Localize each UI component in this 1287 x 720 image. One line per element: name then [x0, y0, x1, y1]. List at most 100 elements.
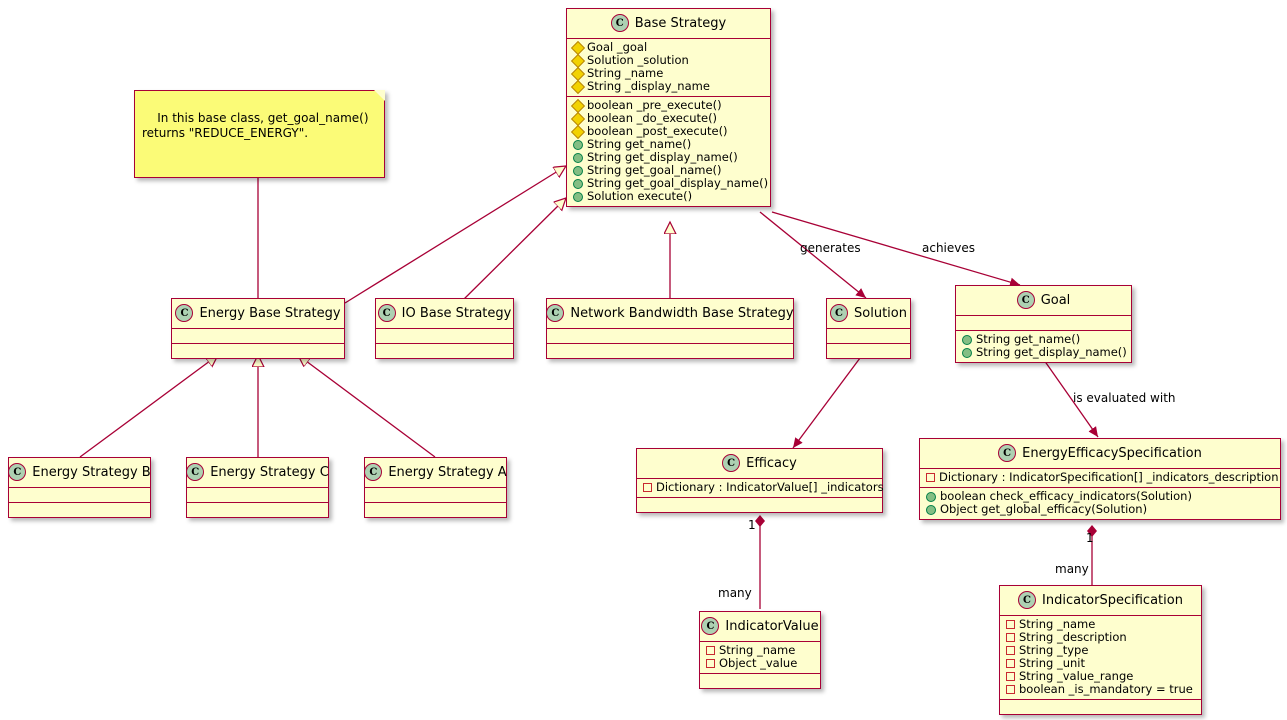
- method-text: Object get_global_efficacy(Solution): [940, 502, 1148, 516]
- class-title: Network Bandwidth Base Strategy: [570, 305, 794, 321]
- private-icon: [1006, 620, 1015, 629]
- class-energy-base-strategy[interactable]: C Energy Base Strategy: [171, 298, 345, 359]
- attribute-row: String _name: [705, 644, 815, 657]
- attribute-row: boolean _is_mandatory = true: [1005, 683, 1196, 696]
- attribute-row: String _description: [1005, 631, 1196, 644]
- methods-section: String get_name() String get_display_nam…: [956, 331, 1131, 362]
- edge-io-base-inherits: [459, 198, 566, 304]
- method-text: Solution execute(): [587, 189, 693, 203]
- class-header-goal: C Goal: [956, 286, 1131, 315]
- class-energy-strategy-a[interactable]: C Energy Strategy A: [364, 457, 507, 518]
- private-icon: [1006, 685, 1015, 694]
- attribute-text: String _name: [719, 643, 796, 657]
- class-stereotype-icon: C: [701, 617, 720, 635]
- private-icon: [1006, 672, 1015, 681]
- class-energy-efficacy-specification[interactable]: C EnergyEfficacySpecification Dictionary…: [919, 438, 1281, 520]
- class-title: Goal: [1040, 292, 1071, 308]
- attributes-section: [827, 329, 910, 343]
- private-icon: [1006, 646, 1015, 655]
- class-stereotype-icon: C: [830, 304, 849, 322]
- class-stereotype-icon: C: [364, 463, 383, 481]
- attributes-section: [547, 329, 793, 343]
- note-fold-icon: [374, 90, 385, 101]
- divider: [547, 328, 793, 329]
- class-stereotype-icon: C: [546, 304, 565, 322]
- method-row: Solution execute(): [572, 190, 765, 203]
- class-title: IO Base Strategy: [401, 305, 512, 321]
- methods-section: boolean check_efficacy_indicators(Soluti…: [920, 488, 1280, 519]
- edge-energy-a-inherits: [298, 355, 436, 458]
- method-row: boolean _do_execute(): [570, 111, 765, 126]
- divider: [567, 96, 770, 97]
- divider: [365, 487, 506, 488]
- class-energy-strategy-c[interactable]: C Energy Strategy C: [186, 457, 329, 518]
- attributes-section: Dictionary : IndicatorSpecification[] _i…: [920, 469, 1280, 487]
- private-icon: [643, 483, 652, 492]
- methods-section: [1000, 700, 1201, 714]
- attribute-row: Dictionary : IndicatorSpecification[] _i…: [925, 471, 1279, 484]
- divider: [376, 343, 513, 344]
- divider: [376, 328, 513, 329]
- class-io-base-strategy[interactable]: C IO Base Strategy: [375, 298, 514, 359]
- attributes-section: [9, 488, 150, 502]
- divider: [700, 641, 820, 642]
- public-icon: [573, 139, 583, 150]
- private-icon: [706, 646, 715, 655]
- attribute-text: Solution _solution: [587, 53, 689, 67]
- divider: [365, 502, 506, 503]
- attribute-row: Dictionary : IndicatorValue[] _indicator…: [642, 481, 884, 494]
- divider: [956, 315, 1131, 316]
- protected-icon: [570, 79, 586, 94]
- class-title: IndicatorValue: [725, 618, 819, 634]
- attributes-section: [187, 488, 328, 502]
- attribute-text: String _description: [1019, 630, 1127, 644]
- protected-icon: [570, 53, 586, 68]
- attribute-text: String _name: [1019, 617, 1096, 631]
- attributes-section: [172, 329, 344, 343]
- class-header-indicator-specification: C IndicatorSpecification: [1000, 586, 1201, 615]
- attribute-row: String _unit: [1005, 657, 1196, 670]
- protected-icon: [570, 111, 586, 126]
- public-icon: [573, 178, 583, 189]
- attribute-text: boolean _is_mandatory = true: [1019, 682, 1193, 696]
- attribute-text: Object _value: [719, 656, 798, 670]
- divider: [637, 497, 882, 498]
- protected-icon: [570, 98, 586, 113]
- class-header-energy-base-strategy: C Energy Base Strategy: [172, 299, 344, 328]
- class-header-energy-strategy-c: C Energy Strategy C: [186, 458, 329, 487]
- public-icon: [962, 334, 972, 345]
- class-title: Energy Strategy B: [32, 464, 151, 480]
- divider: [700, 673, 820, 674]
- edge-generates: [759, 211, 867, 299]
- class-energy-strategy-b[interactable]: C Energy Strategy B: [8, 457, 151, 518]
- divider: [827, 343, 910, 344]
- attribute-text: String _value_range: [1019, 669, 1134, 683]
- class-network-bandwidth-base-strategy[interactable]: C Network Bandwidth Base Strategy: [546, 298, 794, 359]
- divider: [1000, 615, 1201, 616]
- protected-icon: [570, 66, 586, 81]
- private-icon: [1006, 633, 1015, 642]
- class-efficacy[interactable]: C Efficacy Dictionary : IndicatorValue[]…: [636, 448, 884, 513]
- class-indicator-specification[interactable]: C IndicatorSpecification String _name St…: [999, 585, 1202, 715]
- class-title: IndicatorSpecification: [1042, 592, 1183, 608]
- divider: [827, 328, 910, 329]
- class-stereotype-icon: C: [610, 14, 629, 32]
- class-title: Energy Base Strategy: [199, 305, 341, 321]
- methods-section: [827, 344, 910, 358]
- method-row: boolean _pre_execute(): [570, 98, 765, 113]
- attribute-row: Object _value: [705, 657, 815, 670]
- class-base-strategy[interactable]: C Base Strategy Goal _goal Solution _sol…: [566, 8, 771, 207]
- public-icon: [962, 347, 972, 358]
- methods-section: [700, 674, 820, 688]
- divider: [547, 343, 793, 344]
- class-title: EnergyEfficacySpecification: [1022, 445, 1202, 461]
- attribute-text: Dictionary : IndicatorValue[] _indicator…: [656, 480, 884, 494]
- attribute-row: Solution _solution: [570, 53, 765, 68]
- class-stereotype-icon: C: [998, 444, 1017, 462]
- class-stereotype-icon: C: [1018, 591, 1037, 609]
- class-header-solution: C Solution: [827, 299, 910, 328]
- class-indicator-value[interactable]: C IndicatorValue String _name Object _va…: [699, 611, 821, 689]
- class-goal[interactable]: C Goal String get_name() String get_disp…: [955, 285, 1132, 363]
- method-row: String get_display_name(): [961, 346, 1127, 359]
- class-solution[interactable]: C Solution: [826, 298, 911, 359]
